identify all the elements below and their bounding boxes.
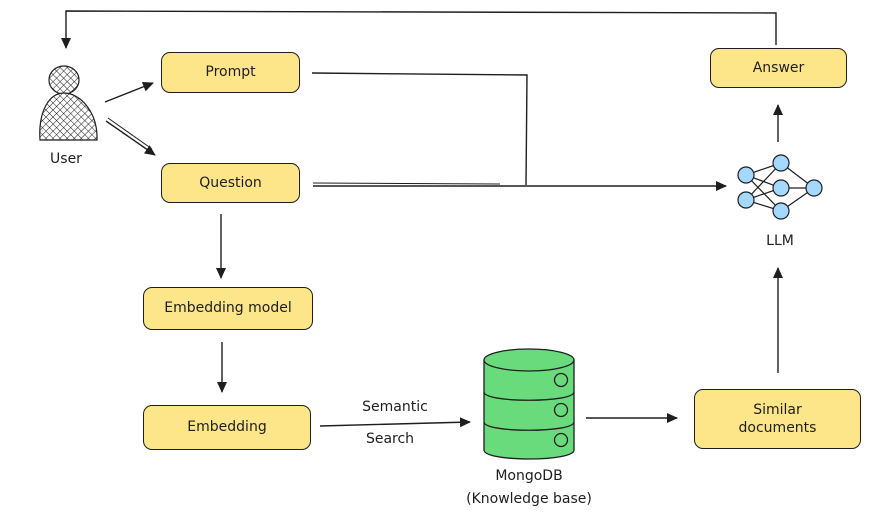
search-label: Search (365, 431, 415, 447)
edge-prompt-to-llm (311, 72, 528, 186)
prompt-label: Prompt (205, 64, 256, 81)
knowledge-base-label: (Knowledge base) (466, 491, 592, 507)
answer-box: Answer (710, 48, 847, 88)
mongodb-label: MongoDB (495, 468, 563, 484)
question-label: Question (199, 174, 262, 191)
edge-answer-to-user (61, 10, 777, 49)
similar-documents-label-line1: Similar (753, 401, 802, 418)
semantic-label: Semantic (362, 399, 428, 415)
database-icon (483, 348, 575, 460)
prompt-box: Prompt (161, 52, 300, 93)
similar-documents-box: Similar documents (694, 389, 861, 449)
person-icon (39, 65, 98, 141)
embedding-box: Embedding (143, 405, 311, 450)
user-label: User (50, 151, 82, 167)
embedding-model-box: Embedding model (143, 287, 313, 330)
embedding-label: Embedding (187, 419, 267, 436)
embedding-model-label: Embedding model (164, 300, 292, 317)
question-box: Question (161, 163, 300, 203)
neural-network-icon (737, 154, 823, 220)
edge-embedding-to-mongodb (319, 417, 471, 428)
answer-label: Answer (752, 59, 805, 76)
edge-user-to-prompt (104, 82, 154, 103)
edge-user-to-question (105, 120, 156, 156)
llm-label: LLM (766, 233, 794, 249)
similar-documents-label-line2: documents (738, 420, 817, 436)
